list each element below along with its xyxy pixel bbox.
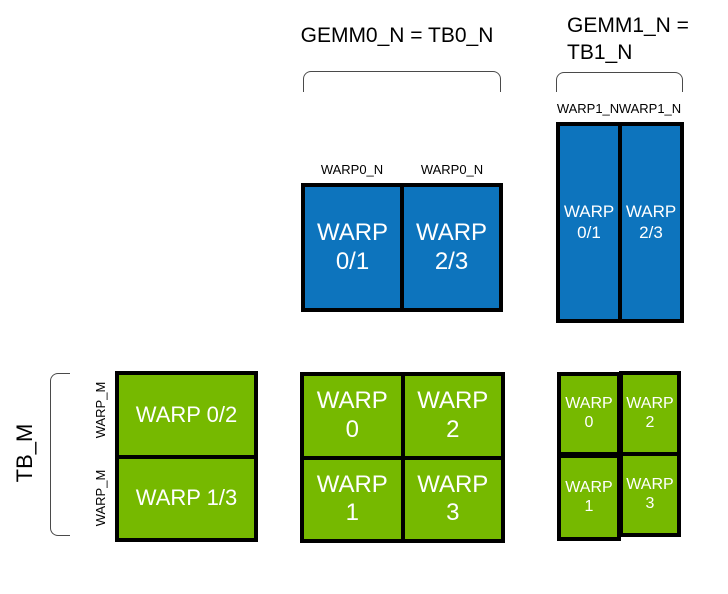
- blue-tile-group-right: WARP 0/1 WARP 2/3: [556, 122, 684, 323]
- warp-tile-index: 0/1: [577, 222, 601, 242]
- tb-m-axis-label: TB_M: [12, 423, 37, 483]
- warp-tile-word: WARP: [417, 470, 489, 498]
- warp-tile-index: 2/3: [434, 247, 469, 275]
- green-right-warp-2-tile: WARP 2: [619, 371, 681, 456]
- warp-tile-word: WARP: [626, 475, 674, 493]
- green-center-warp-0-tile: WARP 0: [304, 376, 401, 456]
- warp-m-label-bottom: WARP_M: [92, 469, 108, 527]
- warp0-n-label-left: WARP0_N: [320, 162, 384, 177]
- warp-tile-word: WARP: [565, 395, 613, 413]
- blue-tile-group-center: WARP 0/1 WARP 2/3: [301, 183, 503, 312]
- green-right-warp-0-tile: WARP 0: [557, 372, 621, 456]
- warp-tile-index: 0/1: [335, 247, 370, 275]
- green-center-warp-3-tile: WARP 3: [404, 459, 501, 539]
- gemm0-n-brace: [303, 71, 501, 92]
- warp-tile-index: 2: [446, 415, 460, 443]
- warp-tile-word: WARP: [625, 202, 677, 222]
- green-center-warp-1-tile: WARP 1: [304, 459, 401, 539]
- warp-tile-index: 2/3: [639, 222, 663, 242]
- warp-tile-index: 3: [645, 494, 655, 512]
- warp-tile-word: WARP: [565, 478, 613, 496]
- gemm0-n-title: GEMM0_N = TB0_N: [300, 24, 494, 47]
- warp-tile-word: WARP: [316, 387, 388, 415]
- warp-tile-label: WARP 1/3: [135, 485, 238, 511]
- green-right-warp-3-tile: WARP 3: [619, 452, 681, 537]
- warp1-n-label-right: WARP1_N: [618, 101, 682, 116]
- blue-center-warp-0-1-tile: WARP 0/1: [305, 187, 400, 308]
- warp-tile-index: 0: [584, 414, 594, 431]
- warp-tile-word: WARP: [563, 202, 615, 222]
- warp-tile-label: WARP 0/2: [135, 401, 238, 427]
- green-left-warp-0-2-tile: WARP 0/2: [119, 375, 254, 455]
- warp-tile-index: 3: [446, 499, 460, 527]
- warp-tile-word: WARP: [417, 387, 489, 415]
- green-center-warp-2-tile: WARP 2: [404, 376, 501, 456]
- gemm1-n-title-line2: TB1_N: [567, 41, 633, 64]
- warp-tile-index: 0: [345, 415, 359, 443]
- warp-tile-word: WARP: [316, 470, 388, 498]
- blue-right-warp-2-3-tile: WARP 2/3: [622, 126, 680, 319]
- green-tile-group-left: WARP 0/2 WARP 1/3: [115, 371, 258, 542]
- warp0-n-label-right: WARP0_N: [420, 162, 484, 177]
- warp1-n-label-left: WARP1_N: [556, 101, 620, 116]
- blue-right-warp-0-1-tile: WARP 0/1: [560, 126, 618, 319]
- green-left-warp-1-3-tile: WARP 1/3: [119, 458, 254, 538]
- warp-tile-word: WARP: [316, 219, 389, 247]
- warp-tile-index: 2: [645, 413, 655, 431]
- warp-tile-index: 1: [584, 497, 594, 515]
- gemm1-n-brace: [556, 72, 683, 92]
- warp-tile-index: 1: [345, 499, 359, 527]
- warp-tile-word: WARP: [626, 394, 674, 412]
- gemm1-n-title: GEMM1_N = TB1_N: [567, 12, 689, 66]
- green-right-warp-1-tile: WARP 1: [557, 454, 621, 541]
- gemm1-n-title-line1: GEMM1_N =: [567, 14, 689, 37]
- warp-m-label-top: WARP_M: [92, 381, 108, 439]
- blue-center-warp-2-3-tile: WARP 2/3: [404, 187, 499, 308]
- warp-tile-word: WARP: [415, 219, 488, 247]
- tb-m-brace: [50, 373, 70, 536]
- green-tile-group-center: WARP 0 WARP 2 WARP 1 WARP 3: [300, 372, 505, 543]
